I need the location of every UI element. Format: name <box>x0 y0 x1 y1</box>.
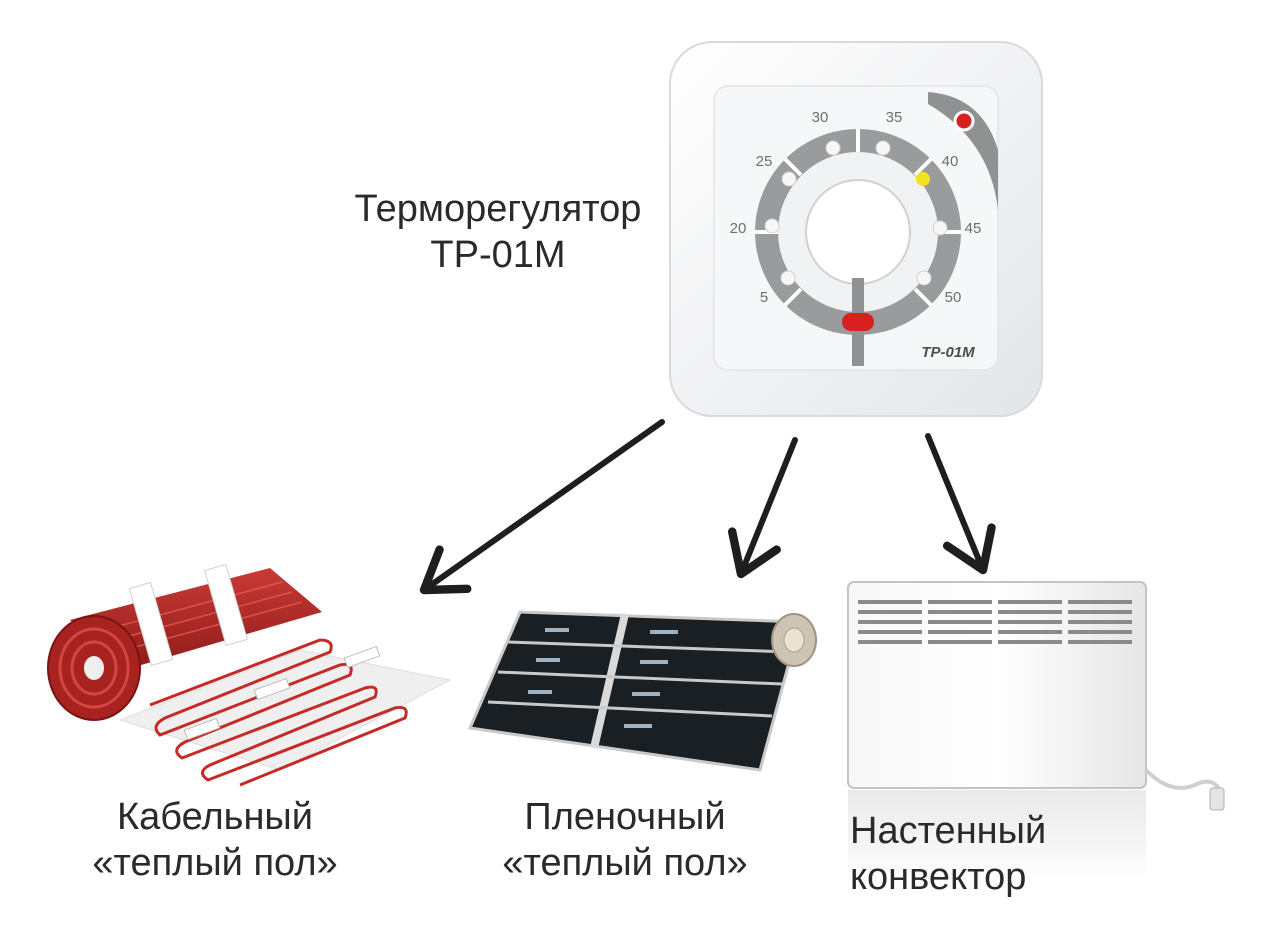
scale-label-50: 50 <box>945 289 962 306</box>
convector-caption-line2: конвектор <box>850 856 1027 898</box>
scale-label-45: 45 <box>965 220 982 237</box>
heating-indicator-icon <box>842 313 874 331</box>
heating-cable-loops <box>149 638 408 787</box>
connection-arrows <box>419 419 996 595</box>
scale-label-5: 5 <box>760 289 768 306</box>
temperature-leds <box>764 140 948 286</box>
film-floor-caption-line1: Пленочный <box>524 796 726 838</box>
convector-caption-line1: Настенный <box>850 810 1047 852</box>
film-floor-caption-line2: «теплый пол» <box>502 842 748 884</box>
set-temperature-led-icon <box>916 172 930 186</box>
dial-knob[interactable] <box>805 179 911 285</box>
film-cell-marks <box>528 628 678 728</box>
scale-label-20: 20 <box>730 220 747 237</box>
convector-reflection <box>848 790 1146 885</box>
plug-icon <box>1209 787 1225 811</box>
scale-label-40: 40 <box>942 153 959 170</box>
thermostat-title-line2: ТР-01М <box>430 234 566 276</box>
arrow-to-film-floor <box>727 437 798 579</box>
convector-grille <box>858 600 1132 644</box>
cable-floor-caption-line1: Кабельный <box>117 796 313 838</box>
film-floor-caption: Пленочный «теплый пол» <box>465 794 785 886</box>
power-cord <box>1144 768 1224 796</box>
heating-cable-mat-icon <box>47 563 452 787</box>
convector-caption: Настенный конвектор <box>850 808 1110 900</box>
cable-floor-caption-line2: «теплый пол» <box>92 842 338 884</box>
scale-label-25: 25 <box>756 153 773 170</box>
arrow-to-cable-floor <box>419 419 665 595</box>
infrared-film-roll-icon <box>467 610 817 772</box>
thermostat-title: Терморегулятор ТР-01М <box>318 186 678 278</box>
cable-floor-caption: Кабельный «теплый пол» <box>55 794 375 886</box>
thermostat-corner-stripe <box>928 92 998 210</box>
model-badge: TP-01M <box>921 344 975 361</box>
wall-convector-icon <box>847 581 1225 885</box>
arrow-to-convector <box>925 433 996 575</box>
scale-label-35: 35 <box>886 109 903 126</box>
thermostat-title-line1: Терморегулятор <box>354 188 642 230</box>
power-indicator-icon <box>953 110 975 132</box>
thermostat-device: 5 20 25 30 35 40 45 50 TP-01M <box>669 41 1043 417</box>
scale-label-30: 30 <box>812 109 829 126</box>
dial-scale-labels: 5 20 25 30 35 40 45 50 <box>730 109 982 306</box>
